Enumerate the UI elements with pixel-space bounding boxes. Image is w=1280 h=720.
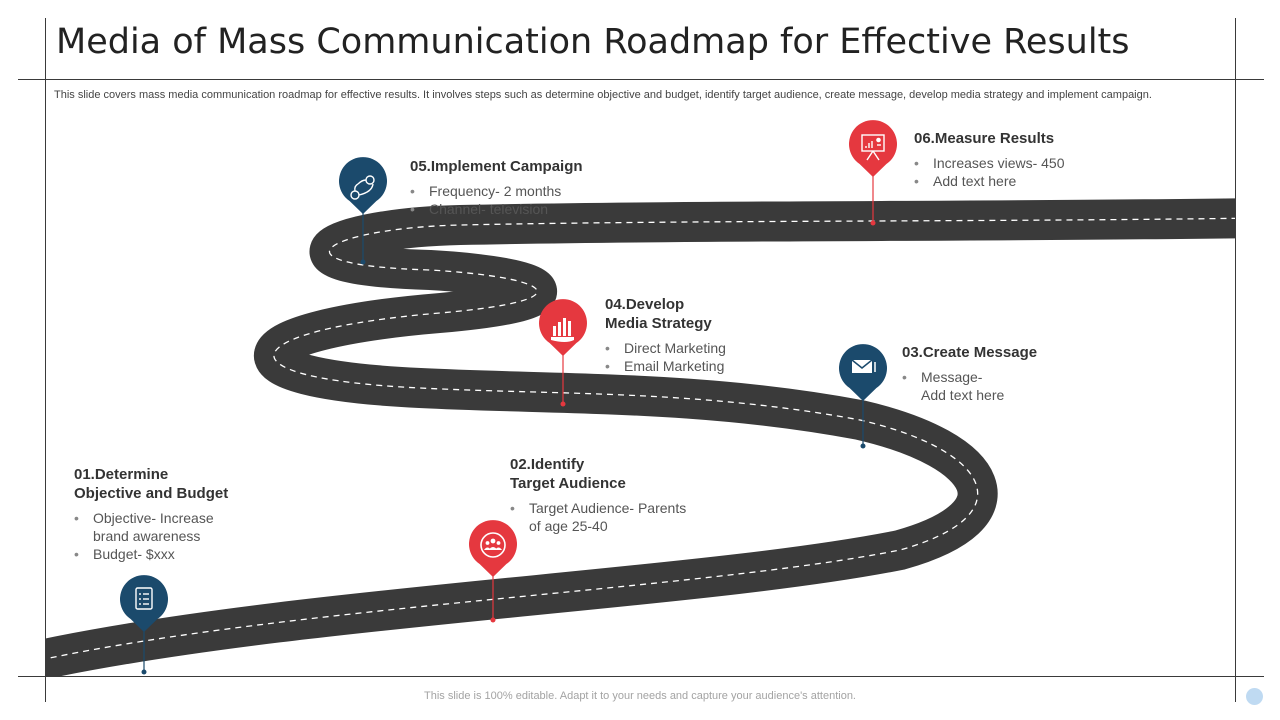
growth-chart-hand-icon — [551, 318, 574, 342]
step-06-bullet-2: Add text here — [914, 172, 1154, 190]
step-06: 06.Measure Results Increases views- 450 … — [914, 129, 1154, 190]
pin-step-02 — [469, 520, 518, 623]
step-04-bullet-2: Email Marketing — [605, 357, 825, 375]
footer-note: This slide is 100% editable. Adapt it to… — [424, 690, 856, 702]
slide-title: Media of Mass Communication Roadmap for … — [56, 22, 1130, 62]
step-04-bullets: Direct Marketing Email Marketing — [605, 339, 825, 375]
step-06-bullet-1: Increases views- 450 — [914, 154, 1154, 172]
frame-right-line — [1235, 18, 1236, 702]
document-list-icon — [135, 587, 153, 610]
step-05-bullet-2: Channel- television — [410, 200, 670, 218]
cycle-process-icon — [350, 175, 375, 200]
pin-step-06 — [849, 120, 898, 226]
step-05-bullets: Frequency- 2 months Channel- television — [410, 182, 670, 218]
frame-top-line — [18, 79, 1264, 80]
step-04-bullet-1: Direct Marketing — [605, 339, 825, 357]
step-03-bullet-1: Message-Add text here — [902, 368, 1122, 404]
step-02: 02.Identify Target Audience Target Audie… — [510, 455, 750, 535]
step-03-bullets: Message-Add text here — [902, 368, 1122, 404]
pin-step-01 — [120, 575, 168, 675]
step-05-title: 05.Implement Campaign — [410, 158, 583, 175]
step-05: 05.Implement Campaign Frequency- 2 month… — [410, 157, 670, 218]
pin-step-03 — [839, 344, 888, 449]
step-03: 03.Create Message Message-Add text here — [902, 343, 1122, 404]
pin-step-05 — [339, 157, 387, 265]
envelope-icon — [851, 359, 876, 373]
step-03-title: 03.Create Message — [902, 344, 1038, 361]
frame-left-line — [45, 18, 46, 702]
road-center-dash — [46, 217, 1235, 660]
step-01-bullet-2: Budget- $xxx — [74, 545, 294, 563]
step-04-title: 04.Develop Media Strategy — [605, 296, 712, 332]
frame-bottom-line — [18, 676, 1264, 677]
road — [46, 198, 1235, 676]
presentation-board-icon — [861, 134, 885, 161]
step-01-title: 01.Determine Objective and Budget — [74, 466, 229, 502]
people-group-icon — [480, 532, 506, 558]
pin-step-04 — [539, 299, 587, 407]
step-04: 04.Develop Media Strategy Direct Marketi… — [605, 295, 825, 375]
corner-dot — [1246, 688, 1263, 705]
step-05-bullet-1: Frequency- 2 months — [410, 182, 670, 200]
step-01: 01.Determine Objective and Budget Object… — [74, 465, 294, 563]
step-06-title: 06.Measure Results — [914, 130, 1055, 147]
step-02-title: 02.Identify Target Audience — [510, 456, 626, 492]
slide-subtitle: This slide covers mass media communicati… — [54, 89, 1152, 101]
step-06-bullets: Increases views- 450 Add text here — [914, 154, 1154, 190]
